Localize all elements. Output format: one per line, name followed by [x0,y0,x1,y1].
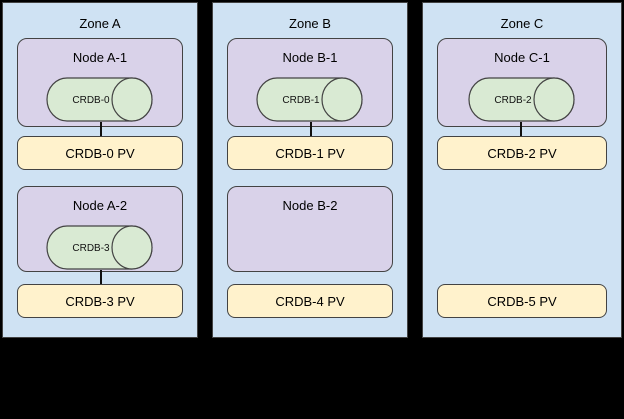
pv-crdb-4-label: CRDB-4 PV [275,293,345,309]
pv-crdb-4: CRDB-4 PV [227,284,393,318]
pv-crdb-0-label: CRDB-0 PV [65,145,135,161]
zone-b-label: Zone B [289,16,331,31]
pv-crdb-3: CRDB-3 PV [17,284,183,318]
database-cylinder-icon: CRDB-3 [46,225,153,270]
zone-a-label: Zone A [79,16,121,31]
cylinder-crdb-1-label: CRDB-1 [282,95,320,106]
node-a-2: Node A-2 CRDB-3 [17,186,183,272]
database-cylinder-icon: CRDB-1 [256,77,363,122]
zone-b: Zone B Node B-1 CRDB-1 CRDB-1 PV Node B-… [212,2,408,338]
pv-crdb-5: CRDB-5 PV [437,284,607,318]
node-b-1: Node B-1 CRDB-1 [227,38,393,127]
node-b-1-label: Node B-1 [282,50,338,65]
pv-crdb-3-label: CRDB-3 PV [65,293,135,309]
pv-crdb-1: CRDB-1 PV [227,136,393,170]
connector-line [100,270,102,285]
node-a-1: Node A-1 CRDB-0 [17,38,183,127]
zone-a: Zone A Node A-1 CRDB-0 CRDB-0 PV Node A-… [2,2,198,338]
node-c-1-label: Node C-1 [494,50,550,65]
node-b-2-label: Node B-2 [282,198,338,213]
database-cylinder-icon: CRDB-2 [468,77,575,122]
connector-line [310,122,312,137]
pv-crdb-2-label: CRDB-2 PV [487,145,557,161]
zone-c: Zone C Node C-1 CRDB-2 CRDB-2 PV CRDB-5 … [422,2,622,338]
node-c-1: Node C-1 CRDB-2 [437,38,607,127]
pv-crdb-2: CRDB-2 PV [437,136,607,170]
cylinder-crdb-3-label: CRDB-3 [72,243,110,254]
node-b-2: Node B-2 [227,186,393,272]
cylinder-crdb-0-label: CRDB-0 [72,95,110,106]
cylinder-crdb-2-label: CRDB-2 [494,95,532,106]
node-a-1-label: Node A-1 [72,50,128,65]
connector-line [100,122,102,137]
pv-crdb-5-label: CRDB-5 PV [487,293,557,309]
node-a-2-label: Node A-2 [72,198,128,213]
connector-line [520,122,522,137]
zone-c-label: Zone C [500,16,544,31]
pv-crdb-0: CRDB-0 PV [17,136,183,170]
database-cylinder-icon: CRDB-0 [46,77,153,122]
pv-crdb-1-label: CRDB-1 PV [275,145,345,161]
